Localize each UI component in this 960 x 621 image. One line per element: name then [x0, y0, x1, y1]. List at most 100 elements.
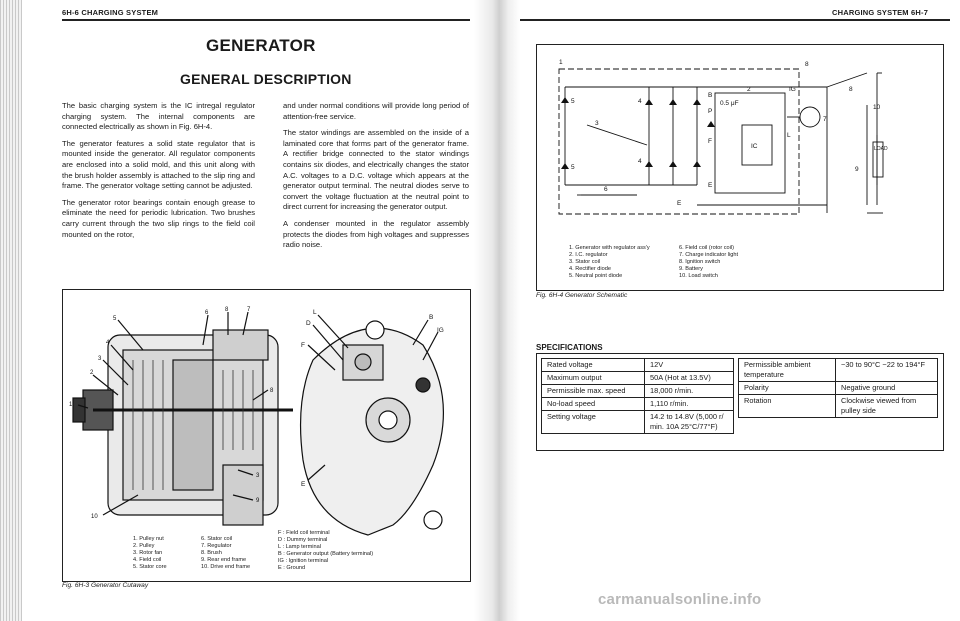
terminal-letters: L D B IG F E [301, 309, 444, 488]
legend-item: 7. Regulator [201, 543, 232, 549]
schematic-label: 10 [873, 104, 881, 111]
center-fold [474, 0, 520, 621]
legend-item: 6. Stator coil [201, 536, 233, 542]
terminal-letter: F [301, 342, 305, 349]
spec-name: Permissible max. speed [541, 384, 645, 398]
schematic-label: 6 [604, 186, 608, 193]
schematic-label: 4 [638, 158, 642, 165]
page-title: GENERATOR [206, 36, 316, 55]
callout-label: 5 [113, 316, 117, 322]
left-binding-edge [0, 0, 22, 621]
legend-item: 5. Stator core [133, 564, 167, 570]
callout-label: 9 [256, 498, 260, 504]
schematic-label: E [677, 200, 682, 207]
schematic-drawing: 1 8 2 IG B P L F E IC 0.5 μF 3 4 4 5 5 6… [558, 59, 888, 215]
legend-item: 2. Pulley [133, 543, 155, 549]
schematic-label: 8 [805, 61, 809, 68]
callout-label: 7 [247, 307, 251, 313]
legend-item: 7. Charge indicator light [679, 252, 739, 258]
specs-table-right: Permissible ambient temperature−30 to 90… [738, 358, 938, 418]
schematic-label: LOAD [874, 146, 888, 152]
left-page-header: 6H-6 CHARGING SYSTEM [62, 8, 159, 17]
legend-item: IG : Ignition terminal [278, 558, 329, 564]
terminal-legend: F : Field coil terminal D : Dummy termin… [278, 530, 373, 572]
schematic-label: 1 [559, 59, 563, 66]
legend-item: F : Field coil terminal [278, 530, 330, 536]
specifications-title: SPECIFICATIONS [536, 343, 603, 352]
text-column-1: The basic charging system is the IC intr… [62, 101, 255, 246]
generator-cutaway-drawing: 5 4 3 2 1 6 8 7 8 3 9 10 [69, 307, 445, 536]
right-page-header: CHARGING SYSTEM 6H-7 [832, 8, 929, 17]
schematic-label: 9 [855, 166, 859, 173]
rear-view-illustration [299, 314, 445, 536]
spec-name: No-load speed [541, 397, 645, 411]
schematic-label: L [787, 132, 791, 139]
right-header-rule [520, 19, 950, 21]
schematic-label: 8 [849, 86, 853, 93]
figure-caption: Fig. 6H-3 Generator Cutaway [62, 582, 149, 589]
callout-label: 4 [106, 340, 110, 346]
spec-name: Polarity [738, 381, 836, 395]
schematic-label: P [708, 108, 712, 115]
schematic-legend-a: 1. Generator with regulator ass'y 2. I.C… [569, 245, 650, 280]
spec-value: 1,110 r/min. [644, 397, 734, 411]
schematic-label: IG [789, 86, 796, 93]
legend-item: 5. Neutral point diode [569, 273, 623, 279]
schematic-label: IC [751, 143, 758, 150]
paragraph: The generator features a solid state reg… [62, 138, 255, 191]
legend-item: 9. Rear end frame [201, 557, 247, 563]
schematic-labels: 1 8 2 IG B P L F E IC 0.5 μF 3 4 4 5 5 6… [559, 59, 888, 207]
callout-label: 1 [69, 402, 73, 408]
cutaway-legend-a: 1. Pulley nut 2. Pulley 3. Rotor fan 4. … [133, 536, 167, 571]
schematic-label: 0.5 μF [720, 100, 739, 107]
callout-label: 8 [270, 388, 274, 394]
spec-name: Rated voltage [541, 358, 645, 372]
generator-schematic-figure: 1 8 2 IG B P L F E IC 0.5 μF 3 4 4 5 5 6… [536, 44, 944, 291]
legend-item: 3. Stator coil [569, 259, 601, 265]
spec-value: 50A (Hot at 13.5V) [644, 371, 734, 385]
schematic-label: 5 [571, 98, 575, 105]
legend-item: B : Generator output (Battery terminal) [278, 551, 374, 557]
legend-item: L : Lamp terminal [278, 544, 322, 550]
terminal-letter: IG [437, 327, 444, 334]
terminal-letter: D [306, 320, 311, 327]
section-title: GENERAL DESCRIPTION [180, 71, 352, 87]
spec-value: 14.2 to 14.8V (5,000 r/ min. 10A 25°C/77… [644, 410, 734, 434]
callout-label: 10 [91, 514, 98, 520]
legend-item: 3. Rotor fan [133, 550, 163, 556]
diode-symbols [561, 97, 715, 169]
legend-item: 6. Field coil (rotor coil) [679, 245, 735, 251]
legend-item: 8. Brush [201, 550, 222, 556]
schematic-label: F [708, 138, 712, 145]
callout-label: 3 [256, 473, 260, 479]
terminal-letter: B [429, 314, 433, 321]
callout-label: 8 [225, 307, 229, 313]
paragraph: The basic charging system is the IC intr… [62, 101, 255, 132]
schematic-label: B [708, 92, 712, 99]
legend-item: 4. Rectifier diode [569, 266, 611, 272]
callout-label: 6 [205, 310, 209, 316]
watermark: carmanualsonline.info [598, 591, 762, 608]
paragraph: and under normal conditions will provide… [283, 101, 469, 121]
schematic-label: E [708, 182, 713, 189]
schematic-label: 3 [595, 120, 599, 127]
legend-item: 2. I.C. regulator [569, 252, 608, 258]
text-column-2: and under normal conditions will provide… [283, 101, 469, 257]
schematic-label: 2 [747, 86, 751, 93]
cutaway-numbers: 5 4 3 2 1 6 8 7 8 3 9 10 [69, 307, 274, 520]
spec-name: Permissible ambient temperature [738, 358, 836, 382]
terminal-letter: E [301, 481, 306, 488]
schematic-label: 5 [571, 164, 575, 171]
cutaway-legend-b: 6. Stator coil 7. Regulator 8. Brush 9. … [201, 536, 250, 571]
legend-item: D : Dummy terminal [278, 537, 328, 543]
callout-label: 3 [98, 356, 102, 362]
legend-item: 1. Pulley nut [133, 536, 164, 542]
legend-item: 4. Field coil [133, 557, 162, 563]
